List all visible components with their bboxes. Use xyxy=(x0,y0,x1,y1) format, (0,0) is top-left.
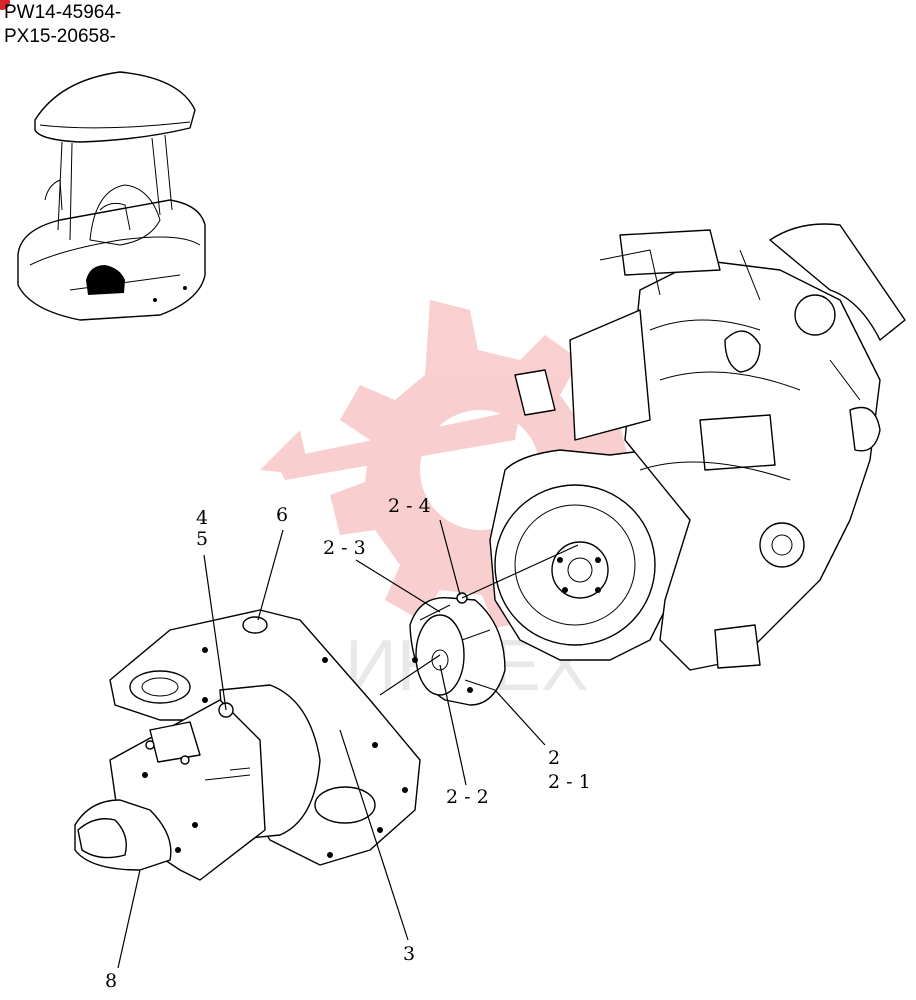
hydraulic-pump xyxy=(74,684,321,881)
engine-assembly xyxy=(489,223,906,671)
callout-2-4: 2 - 4 xyxy=(388,495,431,517)
callout-6: 6 xyxy=(276,504,288,526)
serial-range-1: PW14-45964- xyxy=(4,2,122,23)
callout-3: 3 xyxy=(403,943,415,965)
callout-2-3: 2 - 3 xyxy=(323,537,366,559)
machine-location-thumbnail xyxy=(17,71,206,321)
leader-lines xyxy=(117,519,579,969)
callout-5: 5 xyxy=(196,528,208,550)
callout-4: 4 xyxy=(196,507,208,529)
page-marker-badge xyxy=(0,0,10,10)
callout-2: 2 xyxy=(548,747,560,769)
callout-8: 8 xyxy=(105,970,117,992)
callout-2-2: 2 - 2 xyxy=(446,786,489,808)
callout-2-1: 2 - 1 xyxy=(548,771,591,793)
serial-range-2: PX15-20658- xyxy=(4,26,116,47)
callout-labels: 4 5 6 2 - 4 2 - 3 2 2 - 1 2 - 2 3 8 xyxy=(105,495,591,992)
